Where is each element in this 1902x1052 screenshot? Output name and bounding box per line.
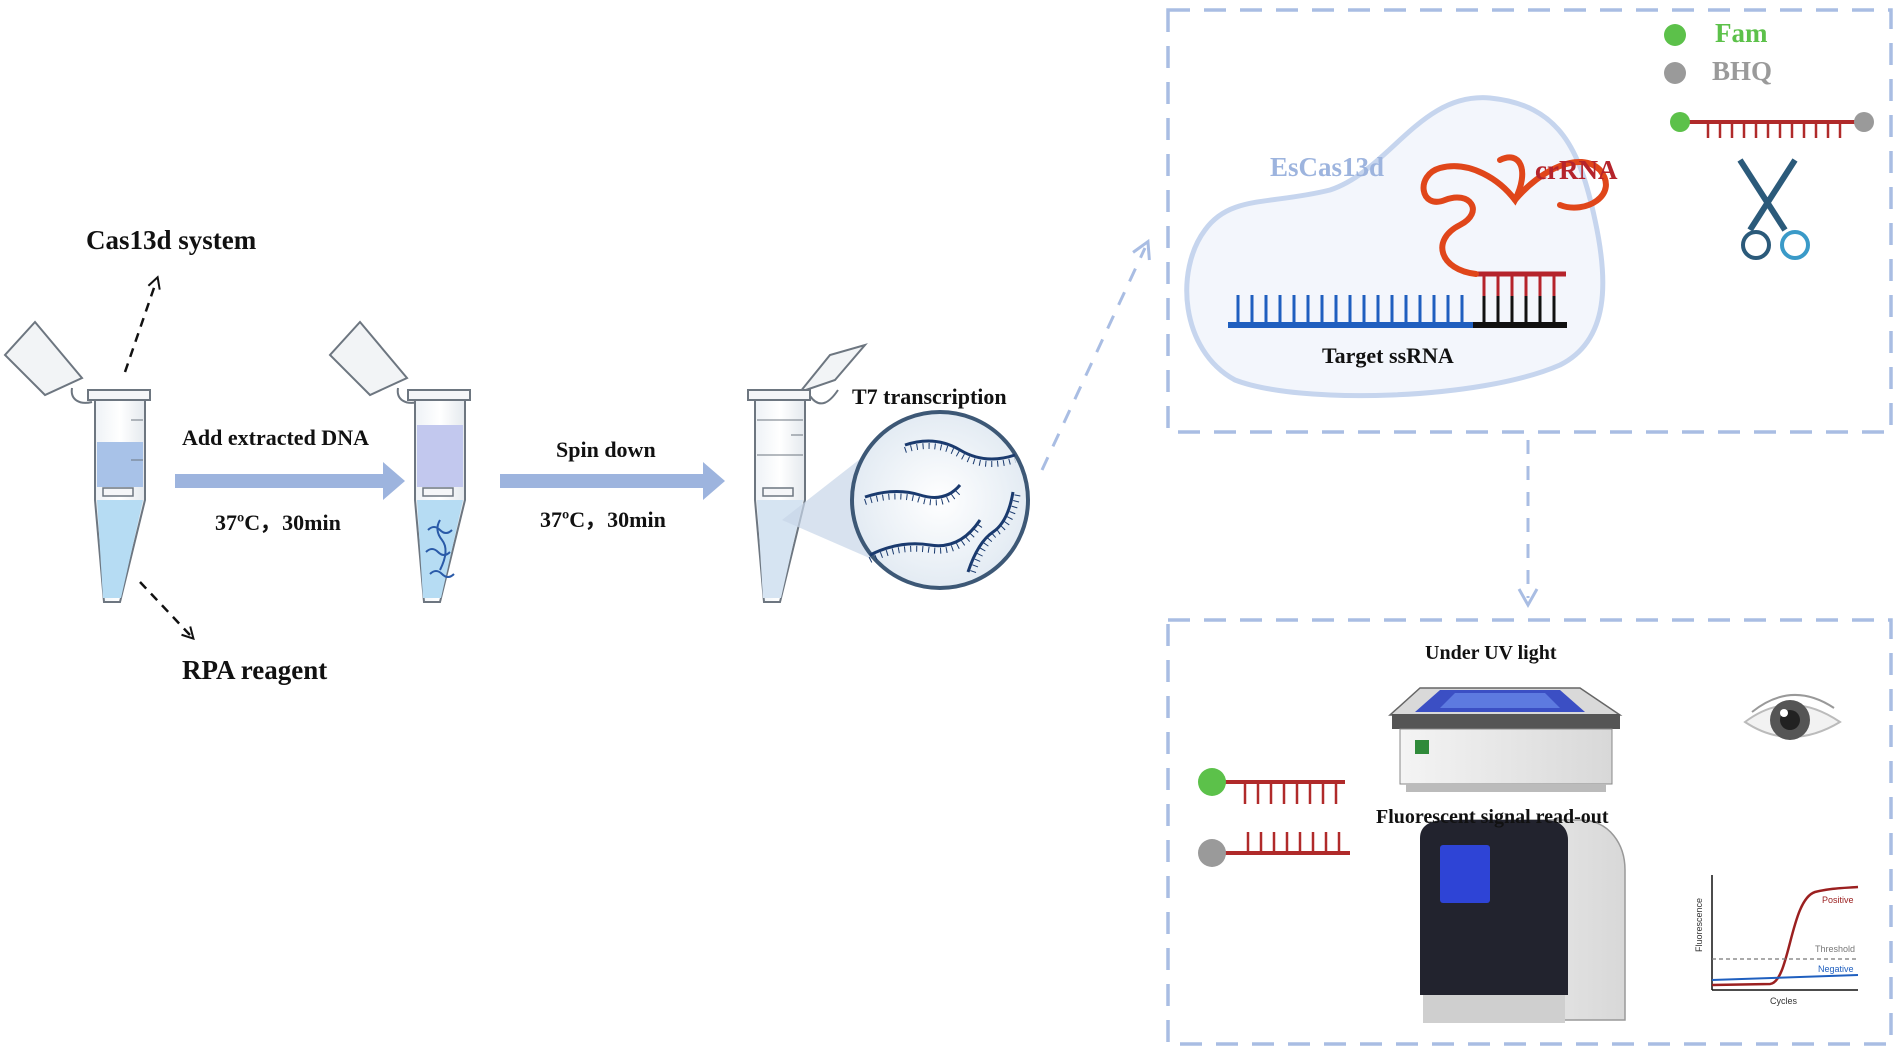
label-bhq: BHQ [1712,56,1773,86]
chart-negative-label: Negative [1818,964,1854,974]
cas13d-reaction-box [1166,8,1893,434]
label-target-ssrna: Target ssRNA [1322,343,1454,368]
label-cas13d-system: Cas13d system [86,225,257,255]
readout-box [1166,618,1893,1046]
label-under-uv-light: Under UV light [1425,642,1557,664]
crrna-strand [1420,154,1609,296]
label-step2-condition: 37ºC，30min [540,507,666,532]
label-spin-down: Spin down [556,437,656,462]
scissors-icon [1737,158,1810,260]
label-rpa-reagent: RPA reagent [182,655,328,685]
amplification-chart [1711,875,1859,991]
arrow-to-rpa [139,581,190,635]
tube-3 [747,343,868,603]
label-fluorescent-readout: Fluorescent signal read-out [1376,806,1609,828]
label-fam: Fam [1715,18,1768,48]
eye-icon [1743,694,1842,740]
label-escas13d: EsCas13d [1270,152,1385,182]
reporter-probe-intact [1670,112,1874,138]
qpcr-instrument [1420,819,1626,1023]
chart-positive-label: Positive [1822,895,1854,905]
label-t7-transcription: T7 transcription [852,384,1007,409]
rna-zoom-circle [850,410,1030,590]
cleaved-probe-bhq [1198,832,1350,867]
arrow-spin-down [500,462,725,500]
label-add-extracted-dna: Add extracted DNA [182,425,369,450]
tube-1 [3,320,151,603]
chart-xlabel: Cycles [1770,996,1798,1006]
label-step1-condition: 37ºC，30min [215,510,341,535]
arrow-to-detection [1040,238,1151,471]
arrow-add-dna [175,462,405,500]
chart-threshold-label: Threshold [1815,944,1856,954]
tube-2 [328,320,471,603]
arrow-to-cas13d [123,282,156,373]
chart-ylabel: Fluorescence [1694,897,1705,953]
label-crrna: crRNA [1535,155,1618,185]
bhq-dot [1664,62,1686,84]
fam-dot [1664,24,1686,46]
uv-transilluminator [1388,687,1623,792]
target-ssrna [1228,295,1567,328]
cleaved-probe-fam [1198,768,1345,804]
